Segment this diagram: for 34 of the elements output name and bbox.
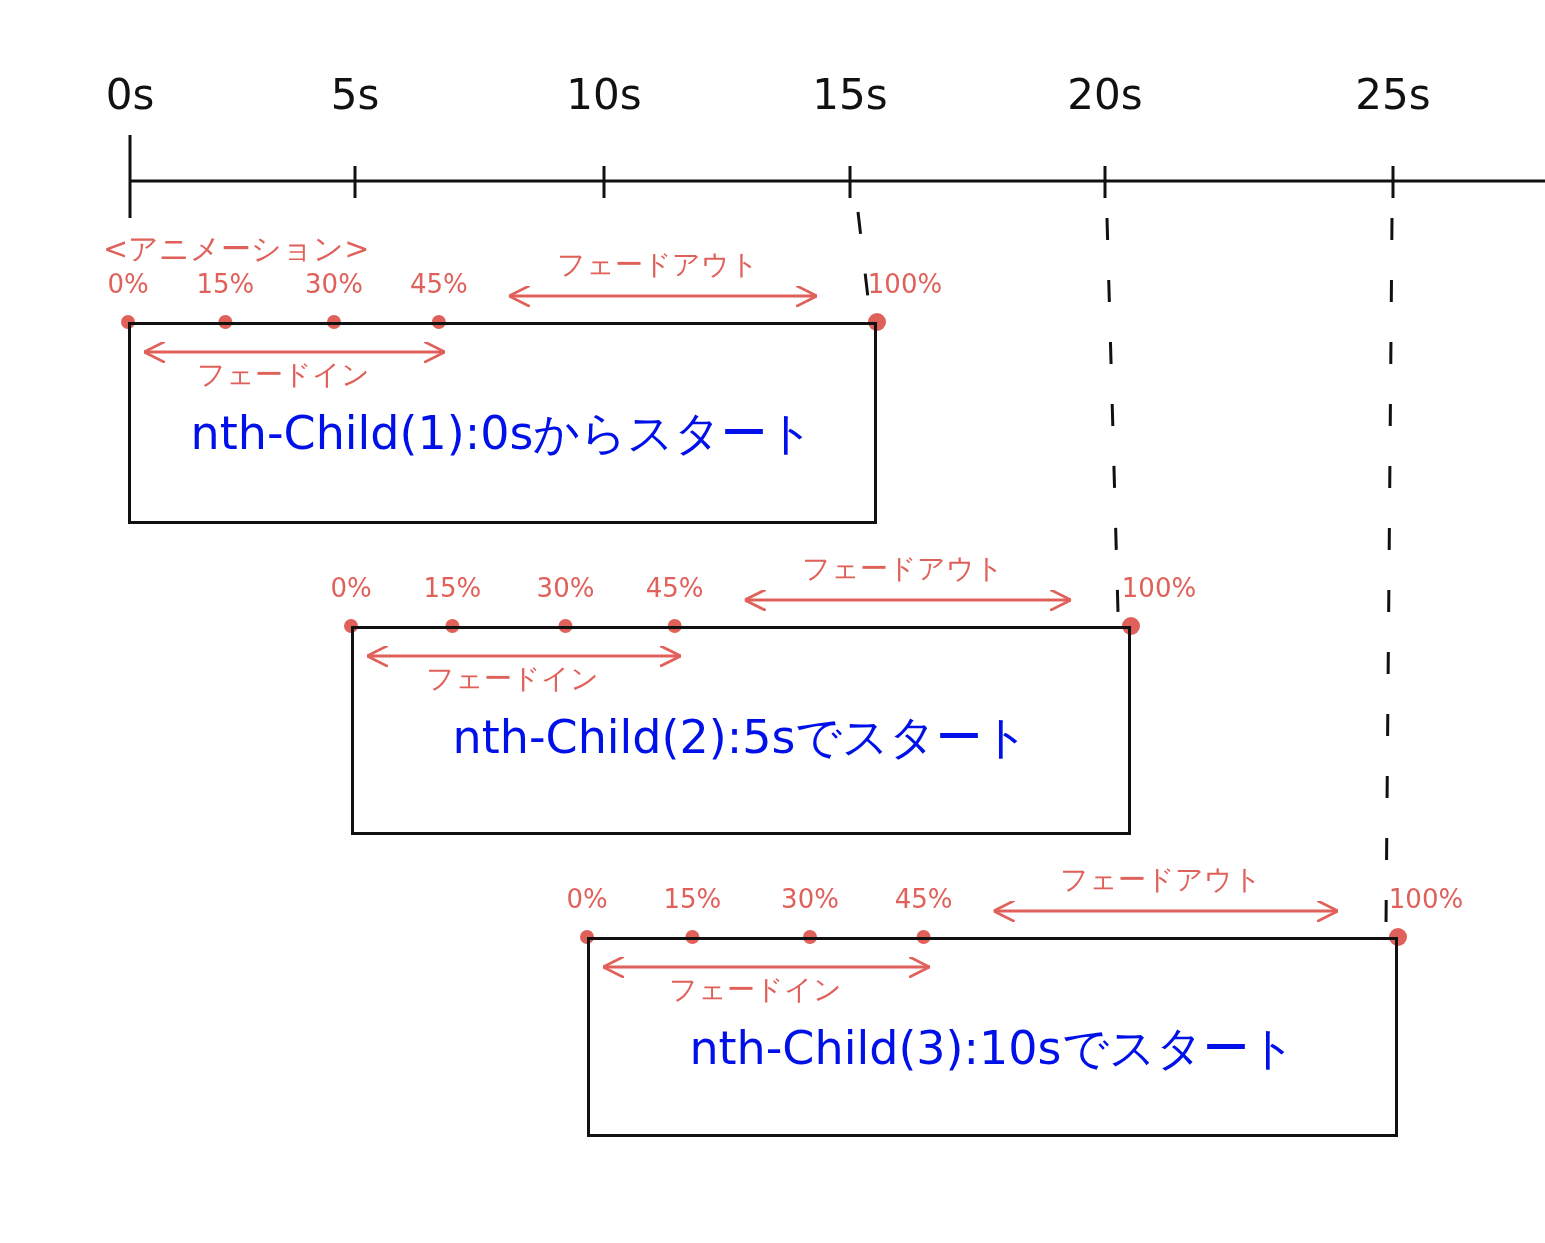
percent-label: 15% (196, 270, 255, 299)
box-label: nth-Child(1):0sからスタート (189, 405, 816, 462)
phase-label: フェードイン (426, 664, 600, 695)
box-label: nth-Child(2):5sでスタート (451, 709, 1031, 766)
percent-label: 0% (330, 574, 372, 603)
percent-label: 45% (409, 270, 468, 299)
percent-label: 0% (566, 885, 608, 914)
phase-label: フェードアウト (1059, 865, 1262, 896)
process-box (351, 626, 1131, 835)
percent-label: 45% (894, 885, 953, 914)
percent-label: 30% (536, 574, 595, 603)
tick-label: 25s (1355, 72, 1431, 119)
chart-title: <アニメーション> (103, 232, 370, 265)
percent-label: 30% (781, 885, 839, 914)
percent-label: 100% (1121, 574, 1197, 603)
tick-label: 5s (330, 72, 380, 119)
tick-label: 0s (105, 72, 155, 119)
percent-label: 30% (305, 270, 363, 299)
tick-label: 15s (812, 72, 888, 119)
percent-label: 100% (867, 270, 943, 299)
percent-label: 15% (423, 574, 482, 603)
percent-label: 100% (1388, 885, 1464, 914)
box-label: nth-Child(3):10sでスタート (688, 1020, 1297, 1077)
phase-label: フェードアウト (801, 554, 1004, 585)
percent-label: 15% (663, 885, 722, 914)
percent-label: 0% (107, 270, 149, 299)
tick-label: 20s (1067, 72, 1143, 119)
percent-label: 45% (645, 574, 704, 603)
phase-label: フェードイン (196, 360, 370, 391)
process-box (128, 322, 877, 524)
phase-label: フェードアウト (556, 250, 759, 281)
tick-label: 10s (566, 72, 642, 119)
process-box (587, 937, 1398, 1137)
phase-label: フェードイン (668, 975, 842, 1006)
